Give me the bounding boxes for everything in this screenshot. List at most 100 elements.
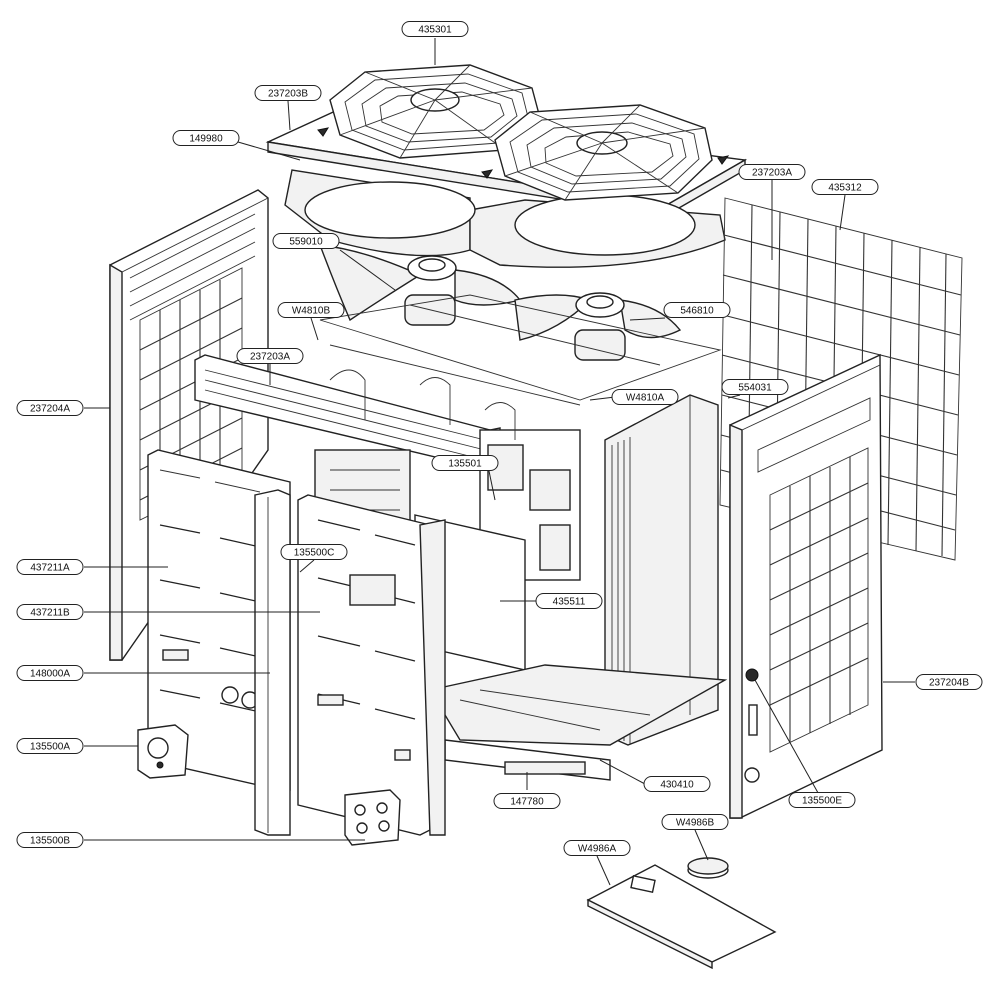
part-number-text: 554031 — [738, 383, 772, 394]
part-number-text: 148000A — [30, 669, 70, 680]
part-label-147780: 147780 — [493, 793, 561, 809]
part-label-w4986a: W4986A — [563, 840, 631, 856]
part-label-237203b: 237203B — [254, 85, 322, 101]
part-number-text: W4986B — [676, 818, 715, 829]
fan-guard-right — [494, 104, 713, 201]
fan-blade — [318, 244, 422, 322]
pipe — [329, 369, 366, 420]
bottom-cover-plate — [586, 864, 777, 970]
part-label-135501: 135501 — [431, 455, 499, 471]
part-label-559010: 559010 — [272, 233, 340, 249]
part-label-237204a: 237204A — [16, 400, 84, 416]
drain-rail — [504, 761, 586, 775]
part-label-135500c: 135500C — [280, 544, 348, 560]
part-number-text: 149980 — [189, 134, 223, 145]
part-label-box — [277, 302, 345, 318]
part-number-text: 546810 — [680, 306, 714, 317]
part-label-box — [811, 179, 879, 195]
part-label-box — [721, 379, 789, 395]
part-number-text: 559010 — [289, 237, 323, 248]
part-label-box — [401, 21, 469, 37]
grommet — [745, 668, 759, 682]
part-label-554031: 554031 — [721, 379, 789, 395]
part-number-text: 237203B — [268, 89, 308, 100]
part-number-text: 435312 — [828, 183, 862, 194]
part-label-135500a: 135500A — [16, 738, 84, 754]
part-number-text: 237203A — [250, 352, 290, 363]
part-number-text: 135500A — [30, 742, 70, 753]
part-label-435301: 435301 — [401, 21, 469, 37]
part-label-149980: 149980 — [172, 130, 240, 146]
part-label-box — [563, 840, 631, 856]
part-label-box — [172, 130, 240, 146]
part-labels: 435301 237203B 149980 237203A 435312 559010W4… — [16, 21, 983, 856]
part-label-box — [16, 604, 84, 620]
part-label-box — [272, 233, 340, 249]
access-cover — [349, 574, 396, 606]
fan-ring-right — [514, 194, 696, 256]
part-number-text: 430410 — [660, 780, 694, 791]
pipe — [419, 377, 451, 425]
part-label-box — [16, 665, 84, 681]
part-label-box — [643, 776, 711, 792]
part-label-box — [254, 85, 322, 101]
base-pan — [428, 664, 728, 781]
part-number-text: 237203A — [752, 168, 792, 179]
part-label-box — [493, 793, 561, 809]
part-label-437211b: 437211B — [16, 604, 84, 620]
part-number-text: 435511 — [553, 597, 586, 608]
part-number-text: 135501 — [448, 459, 482, 470]
part-number-text: 147780 — [510, 797, 544, 808]
right-side-panel — [729, 353, 883, 819]
part-label-237203a-mid: 237203A — [236, 348, 304, 364]
part-number-text: W4810B — [292, 306, 331, 317]
part-label-237204b: 237204B — [915, 674, 983, 690]
part-label-w4810b: W4810B — [277, 302, 345, 318]
leader-lines — [84, 38, 915, 886]
fan-ring-left — [304, 181, 476, 239]
part-number-text: 437211A — [30, 563, 70, 574]
part-label-box — [663, 302, 731, 318]
front-panel-pillar — [254, 489, 291, 836]
part-label-w4986b: W4986B — [661, 814, 729, 830]
part-label-box — [280, 544, 348, 560]
part-label-437211a: 437211A — [16, 559, 84, 575]
fan-hub-left-inner — [418, 258, 446, 272]
part-label-box — [16, 559, 84, 575]
part-number-text: W4986A — [578, 844, 617, 855]
part-number-text: 237204B — [929, 678, 969, 689]
top-panel-mark — [317, 127, 330, 137]
part-number-text: 237204A — [30, 404, 70, 415]
part-label-w4810a: W4810A — [611, 389, 679, 405]
part-label-box — [915, 674, 983, 690]
part-label-135500e: 135500E — [788, 792, 856, 808]
top-panel-assembly — [265, 64, 748, 268]
part-label-box — [16, 738, 84, 754]
fan-blade — [454, 269, 522, 306]
front-panel-right — [297, 494, 446, 836]
top-panel-mark — [717, 155, 730, 165]
top-panel-mark — [481, 169, 494, 179]
round-cap — [687, 857, 729, 879]
part-label-box — [236, 348, 304, 364]
fan-hub-right-inner — [586, 295, 614, 309]
part-number-text: 435301 — [418, 25, 452, 36]
fan-motor-right — [574, 329, 626, 361]
part-label-box — [535, 593, 603, 609]
part-label-box — [661, 814, 729, 830]
part-label-box — [788, 792, 856, 808]
pipe — [484, 402, 516, 440]
part-number-text: W4810A — [626, 393, 665, 404]
part-number-text: 437211B — [30, 608, 70, 619]
fan-motor-assembly — [318, 244, 682, 361]
part-label-box — [16, 832, 84, 848]
part-label-box — [611, 389, 679, 405]
part-number-text: 135500E — [802, 796, 842, 807]
part-label-box — [738, 164, 806, 180]
part-label-box — [16, 400, 84, 416]
part-label-148000a: 148000A — [16, 665, 84, 681]
part-label-135500b: 135500B — [16, 832, 84, 848]
part-number-text: 135500C — [294, 548, 335, 559]
